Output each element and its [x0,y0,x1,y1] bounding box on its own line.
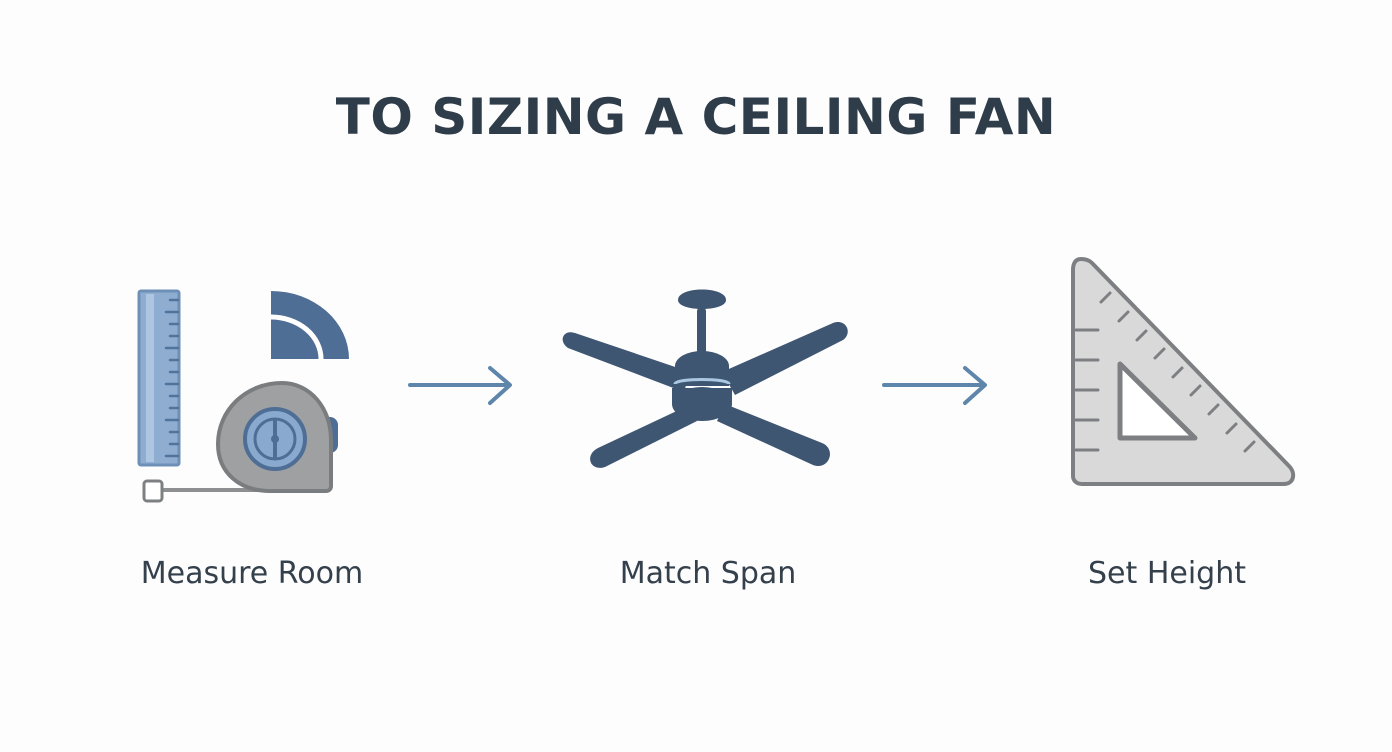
step-label-set-height: Set Height [1088,556,1246,591]
ruler-tape-measure-icon [137,289,349,503]
set-square-icon [1071,257,1296,486]
step-label-match-span: Match Span [619,556,797,591]
ruler-icon [137,289,181,467]
ceiling-fan-icon [562,289,848,468]
tape-measure-icon [142,380,338,503]
arrow-right-icon [408,366,512,405]
arrow-right-icon [882,366,987,405]
step-label-measure-room: Measure Room [140,556,364,591]
protractor-arc-icon [270,291,349,360]
page-title: TO SIZING A CEILING FAN [335,88,1057,146]
